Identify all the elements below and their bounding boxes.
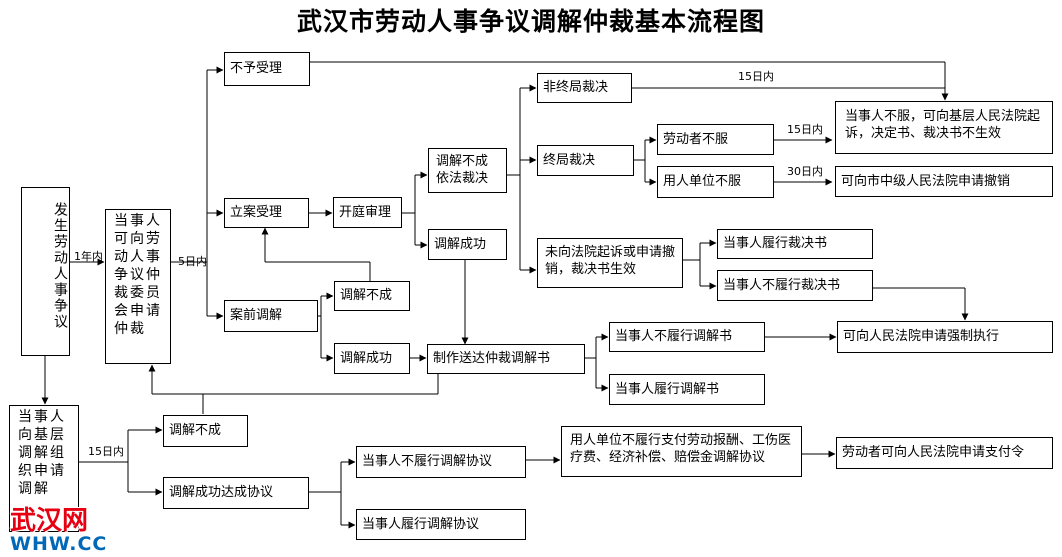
apply-arbitration-label: 当事人可向劳动人事争议仲裁委员会申请仲裁: [114, 213, 162, 337]
worker-object-node: 劳动者不服: [657, 124, 774, 155]
award-not-performed-label: 当事人不履行裁决书: [723, 278, 841, 293]
basic-success-label: 调解成功达成协议: [169, 485, 274, 500]
pre-mediation-label: 案前调解: [230, 308, 283, 323]
not-sued-label: 未向法院起诉或申请撤销，裁决书生效: [545, 245, 676, 277]
employer-object-label: 用人单位不服: [663, 174, 742, 189]
worker-object-label: 劳动者不服: [663, 132, 729, 147]
court-mid-node: 可向市中级人民法院申请撤销: [835, 166, 1053, 197]
basic-fail-label: 调解不成: [169, 423, 222, 438]
final-label: 终局裁决: [543, 153, 596, 168]
court-basic-label: 当事人不服，可向基层人民法院起诉，决定书、裁决书不生效: [845, 109, 1041, 141]
payment-order-label: 劳动者可向人民法院申请支付令: [842, 445, 1025, 460]
dispute-node: 发生劳动人事争议: [21, 187, 70, 356]
dispute-label: 发生劳动人事争议: [52, 202, 68, 330]
make-document-node: 制作送达仲裁调解书: [427, 344, 585, 374]
award-performed-node: 当事人履行裁决书: [717, 229, 873, 259]
non-final-label: 非终局裁决: [543, 80, 609, 95]
enforce-label: 可向人民法院申请强制执行: [843, 329, 1000, 344]
edge-label-one-year: 1年内: [74, 250, 103, 263]
watermark-logo: 武汉网: [10, 506, 89, 536]
hearing-fail-node: 调解不成依法裁决: [428, 148, 507, 193]
pre-success-label: 调解成功: [340, 351, 393, 366]
agreement-performed-node: 当事人履行调解协议: [356, 509, 526, 540]
doc-not-performed-node: 当事人不履行调解书: [609, 322, 765, 352]
reject-node: 不予受理: [224, 52, 310, 86]
employer-unpaid-label: 用人单位不履行支付劳动报酬、工伤医疗费、经济补偿、赔偿金调解协议: [570, 433, 792, 465]
apply-arbitration-node: 当事人可向劳动人事争议仲裁委员会申请仲裁: [105, 209, 171, 364]
pre-mediation-node: 案前调解: [224, 300, 318, 332]
award-not-performed-node: 当事人不履行裁决书: [717, 270, 873, 301]
watermark-url: WHW.CC: [10, 533, 108, 555]
edge-label-fifteen-days-a: 15日内: [738, 70, 774, 83]
hearing-fail-label: 调解不成依法裁决: [436, 154, 489, 186]
pre-success-node: 调解成功: [334, 343, 410, 374]
hearing-success-label: 调解成功: [434, 237, 487, 252]
agreement-not-performed-node: 当事人不履行调解协议: [356, 446, 526, 478]
employer-object-node: 用人单位不服: [657, 166, 774, 198]
edge-label-fifteen-days-c: 15日内: [88, 445, 124, 458]
not-sued-node: 未向法院起诉或申请撤销，裁决书生效: [537, 238, 683, 288]
hearing-success-node: 调解成功: [428, 229, 507, 260]
basic-success-node: 调解成功达成协议: [163, 477, 309, 509]
pre-fail-node: 调解不成: [334, 281, 410, 311]
payment-order-node: 劳动者可向人民法院申请支付令: [836, 437, 1053, 469]
doc-performed-node: 当事人履行调解书: [609, 374, 765, 405]
basic-fail-node: 调解不成: [163, 415, 248, 447]
hearing-node: 开庭审理: [333, 197, 402, 228]
doc-performed-label: 当事人履行调解书: [615, 382, 720, 397]
reject-label: 不予受理: [230, 61, 283, 76]
make-document-label: 制作送达仲裁调解书: [433, 351, 551, 366]
enforce-node: 可向人民法院申请强制执行: [837, 321, 1053, 353]
non-final-node: 非终局裁决: [537, 73, 632, 103]
court-basic-node: 当事人不服，可向基层人民法院起诉，决定书、裁决书不生效: [835, 101, 1053, 154]
employer-unpaid-node: 用人单位不履行支付劳动报酬、工伤医疗费、经济补偿、赔偿金调解协议: [561, 426, 802, 477]
court-mid-label: 可向市中级人民法院申请撤销: [841, 174, 1011, 189]
edge-label-fifteen-days-b: 15日内: [787, 123, 823, 136]
apply-mediation-node: 当事人向基层调解组织申请调解: [9, 405, 79, 532]
edge-label-thirty-days: 30日内: [787, 165, 823, 178]
doc-not-performed-label: 当事人不履行调解书: [615, 329, 733, 344]
award-performed-label: 当事人履行裁决书: [723, 236, 828, 251]
apply-mediation-label: 当事人向基层调解组织申请调解: [18, 409, 66, 497]
accept-label: 立案受理: [230, 205, 283, 220]
pre-fail-label: 调解不成: [340, 288, 393, 303]
agreement-not-performed-label: 当事人不履行调解协议: [362, 454, 493, 469]
final-node: 终局裁决: [537, 145, 634, 176]
page-title: 武汉市劳动人事争议调解仲裁基本流程图: [296, 7, 765, 36]
edge-label-five-days: 5日内: [178, 255, 207, 268]
accept-node: 立案受理: [224, 198, 309, 228]
hearing-label: 开庭审理: [339, 205, 392, 220]
agreement-performed-label: 当事人履行调解协议: [362, 517, 480, 532]
